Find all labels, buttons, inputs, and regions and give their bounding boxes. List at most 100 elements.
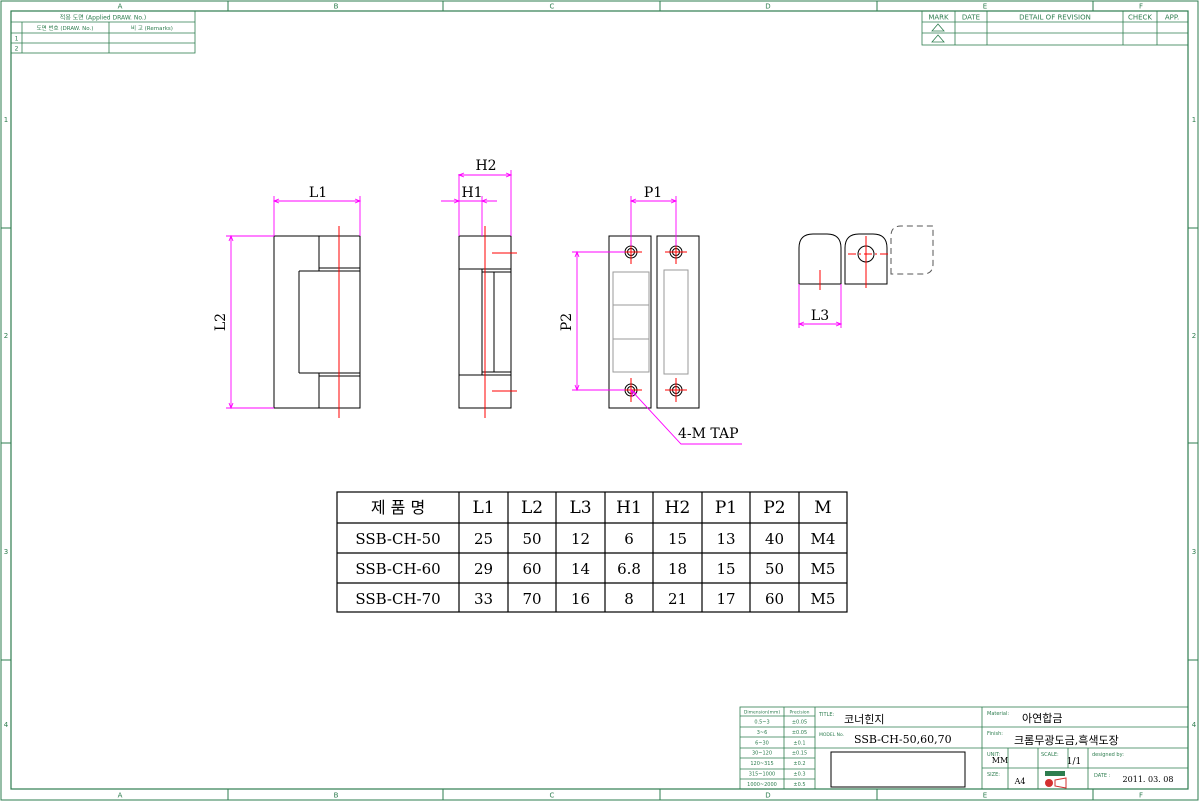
- designed-by-label: designed by:: [1092, 752, 1124, 758]
- spec-cell-p1: 17: [716, 590, 735, 608]
- tolerance-cell-dimension: 315~1000: [749, 772, 775, 778]
- tolerance-cell-precision: ±0.3: [793, 772, 805, 778]
- spec-cell-l2: 70: [522, 590, 541, 608]
- spec-cell-p1: 13: [716, 530, 735, 548]
- zone-left-4: 4: [4, 721, 9, 729]
- spec-cell-h1: 6.8: [617, 560, 641, 578]
- title-label: TITLE:: [818, 712, 835, 718]
- spec-cell-m: M5: [811, 560, 836, 578]
- company-logo-icon: [1045, 771, 1067, 789]
- tolerance-header-dimension: Dimension(mm): [744, 710, 780, 716]
- spec-cell-l1: 29: [474, 560, 493, 578]
- tap-leader: [630, 389, 742, 445]
- scale-label: SCALE:: [1041, 752, 1059, 758]
- revision-triangle-icon: [931, 23, 945, 32]
- spec-cell-h2: 18: [668, 560, 687, 578]
- applied-row-2: 2: [15, 46, 19, 53]
- spec-cell-l3: 12: [571, 530, 590, 548]
- unit-label: UNIT:: [987, 752, 1000, 758]
- zone-bottom-d: D: [765, 792, 770, 800]
- dim-p2-label: P2: [559, 313, 575, 331]
- spec-cell-p1: 15: [716, 560, 735, 578]
- dim-l1-label: L1: [309, 185, 327, 201]
- dim-p1-label: P1: [644, 185, 662, 201]
- tolerance-cell-dimension: 0.5~3: [754, 720, 769, 726]
- spec-cell-h2: 15: [668, 530, 687, 548]
- dim-h2-label: H2: [475, 158, 496, 174]
- zone-left-1: 1: [4, 116, 8, 124]
- zone-bottom-b: B: [334, 792, 339, 800]
- unit-value: MM: [992, 756, 1008, 765]
- zone-bottom-a: A: [118, 792, 123, 800]
- spec-cell-product-name: SSB-CH-70: [355, 590, 440, 608]
- applied-col-drawing-no: 도면 번호 (DRAW. No.): [37, 24, 94, 32]
- revision-triangle-icon: [931, 34, 945, 43]
- back-view-hidden-lines: [612, 269, 689, 375]
- tap-note: 4-M TAP: [678, 426, 739, 442]
- revision-header-check: CHECK: [1128, 14, 1152, 22]
- spec-cell-h1: 6: [624, 530, 634, 548]
- spec-cell-l3: 14: [571, 560, 590, 578]
- zone-right-3: 3: [1192, 548, 1196, 556]
- spec-header-p2: P2: [763, 498, 785, 518]
- spec-header-l1: L1: [472, 498, 494, 518]
- revision-block: MARK DATE DETAIL OF REVISION CHECK APP.: [921, 10, 1189, 46]
- tolerance-cell-dimension: 3~6: [757, 730, 768, 736]
- tolerance-cell-precision: ±0.05: [792, 730, 807, 736]
- material-value: 아연합금: [1022, 712, 1062, 725]
- revision-header-detail: DETAIL OF REVISION: [1019, 14, 1091, 22]
- scale-value: 1/1: [1067, 757, 1081, 767]
- spec-cell-p2: 50: [765, 560, 784, 578]
- applied-drawing-block: 적용 도면 (Applied DRAW. No.) 도면 번호 (DRAW. N…: [10, 10, 196, 54]
- dim-l3-label: L3: [811, 308, 829, 324]
- zone-right-1: 1: [1192, 116, 1196, 124]
- zone-right-2: 2: [1192, 332, 1196, 340]
- spec-cell-product-name: SSB-CH-60: [355, 560, 440, 578]
- spec-header-h1: H1: [616, 498, 642, 518]
- zone-right-4: 4: [1192, 721, 1197, 729]
- spec-cell-l2: 50: [522, 530, 541, 548]
- revision-header-date: DATE: [962, 14, 980, 22]
- zone-top-d: D: [765, 3, 770, 11]
- zone-labels: A B C D E F A B C D E F 1 2 3 4 1 2 3 4: [4, 3, 1197, 800]
- side-view: H2 H1: [441, 158, 517, 418]
- hole-centerlines: [620, 240, 687, 402]
- zone-bottom-c: C: [550, 792, 555, 800]
- tolerance-cell-dimension: 120~315: [750, 761, 773, 767]
- zone-top-f: F: [1139, 3, 1143, 11]
- title-block: Dimension(mm) Precision 0.5~3±0.053~6±0.…: [739, 706, 1189, 790]
- spec-cell-l3: 16: [571, 590, 590, 608]
- model-label: MODEL No.: [819, 732, 844, 738]
- dim-h1-label: H1: [461, 185, 482, 201]
- spec-header-product-name: 제 품 명: [371, 498, 425, 517]
- spec-header-h2: H2: [665, 498, 691, 518]
- tolerance-cell-dimension: 6~30: [755, 740, 769, 746]
- zone-left-3: 3: [4, 548, 8, 556]
- tolerance-cell-precision: ±0.05: [792, 720, 807, 726]
- spec-cell-p2: 40: [765, 530, 784, 548]
- finish-label: Finish:: [987, 731, 1003, 737]
- date-label: DATE :: [1094, 773, 1111, 779]
- spec-cell-h2: 21: [668, 590, 687, 608]
- zone-bottom-f: F: [1139, 792, 1143, 800]
- spec-cell-p2: 60: [765, 590, 784, 608]
- spec-cell-l2: 60: [522, 560, 541, 578]
- spec-cell-l1: 25: [474, 530, 493, 548]
- open-position-phantom: [890, 225, 934, 275]
- revision-header-mark: MARK: [928, 14, 949, 22]
- size-label: SIZE:: [987, 772, 1000, 778]
- tolerance-cell-precision: ±0.2: [793, 761, 805, 767]
- top-view: L3: [797, 225, 934, 328]
- front-view: L1 L2: [213, 185, 362, 418]
- spec-header-m: M: [814, 498, 831, 518]
- tolerance-cell-precision: ±0.5: [793, 782, 805, 788]
- back-view: P1 P2 4-M TAP: [559, 185, 742, 445]
- applied-row-1: 1: [15, 36, 19, 43]
- tolerance-cell-dimension: 30~120: [752, 751, 772, 757]
- zone-top-c: C: [550, 3, 555, 11]
- spec-header-l3: L3: [569, 498, 591, 518]
- zone-bottom-e: E: [983, 792, 987, 800]
- zone-top-a: A: [118, 3, 123, 11]
